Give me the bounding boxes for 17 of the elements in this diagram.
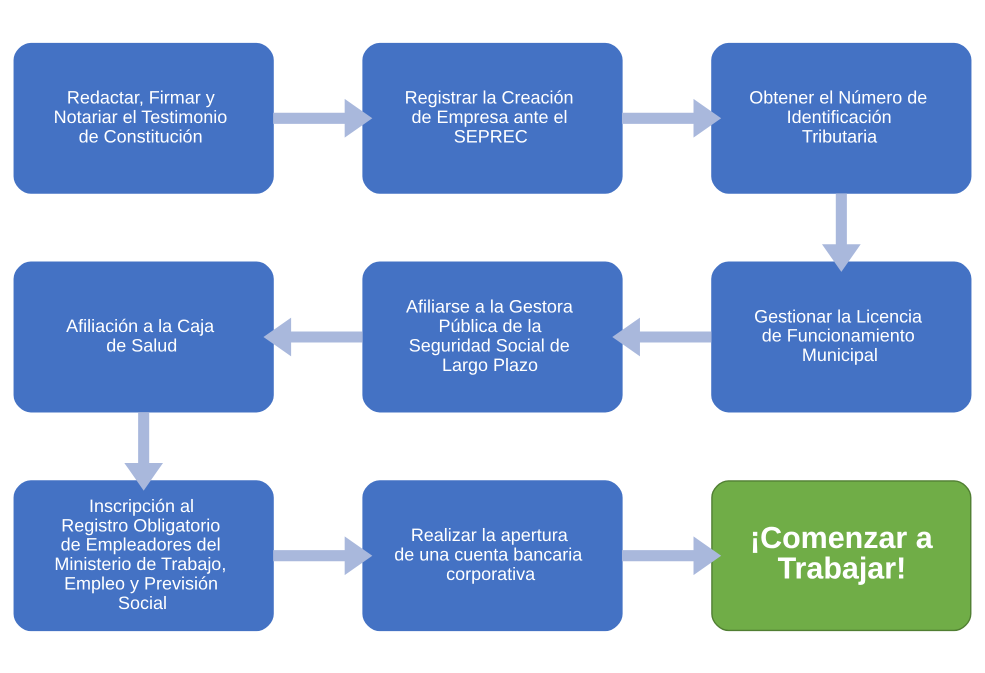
arrow	[622, 98, 722, 138]
node-box: Gestionar la Licencia de Funcionamiento Municipal	[711, 261, 972, 412]
node-box: Afiliarse a la Gestora Pública de la Seguridad Social de Largo Plazo	[362, 261, 623, 412]
node-box: Redactar, Firmar y Notariar el Testimonio de Constitución	[14, 42, 274, 194]
node-box: Realizar la apertura de una cuenta bancaria corporativa	[362, 480, 623, 631]
node-box: Afiliación a la Caja de Salud	[14, 261, 274, 412]
arrow	[263, 317, 363, 356]
node-box: ¡Comenzar a Trabajar!	[711, 480, 972, 631]
arrow	[273, 98, 372, 138]
node-box: Obtener el Número de Identificación Tributaria	[711, 42, 972, 194]
arrow	[822, 192, 861, 272]
node-box: Inscripción al Registro Obligatorio de Empleadores del Ministerio de Trabajo, Empleo y Previsión Social	[14, 480, 274, 631]
node-box: Registrar la Creación de Empresa ante el SEPREC	[362, 42, 623, 194]
arrow	[124, 412, 164, 490]
arrow	[273, 536, 372, 575]
arrow	[622, 536, 722, 575]
arrow	[612, 317, 712, 356]
